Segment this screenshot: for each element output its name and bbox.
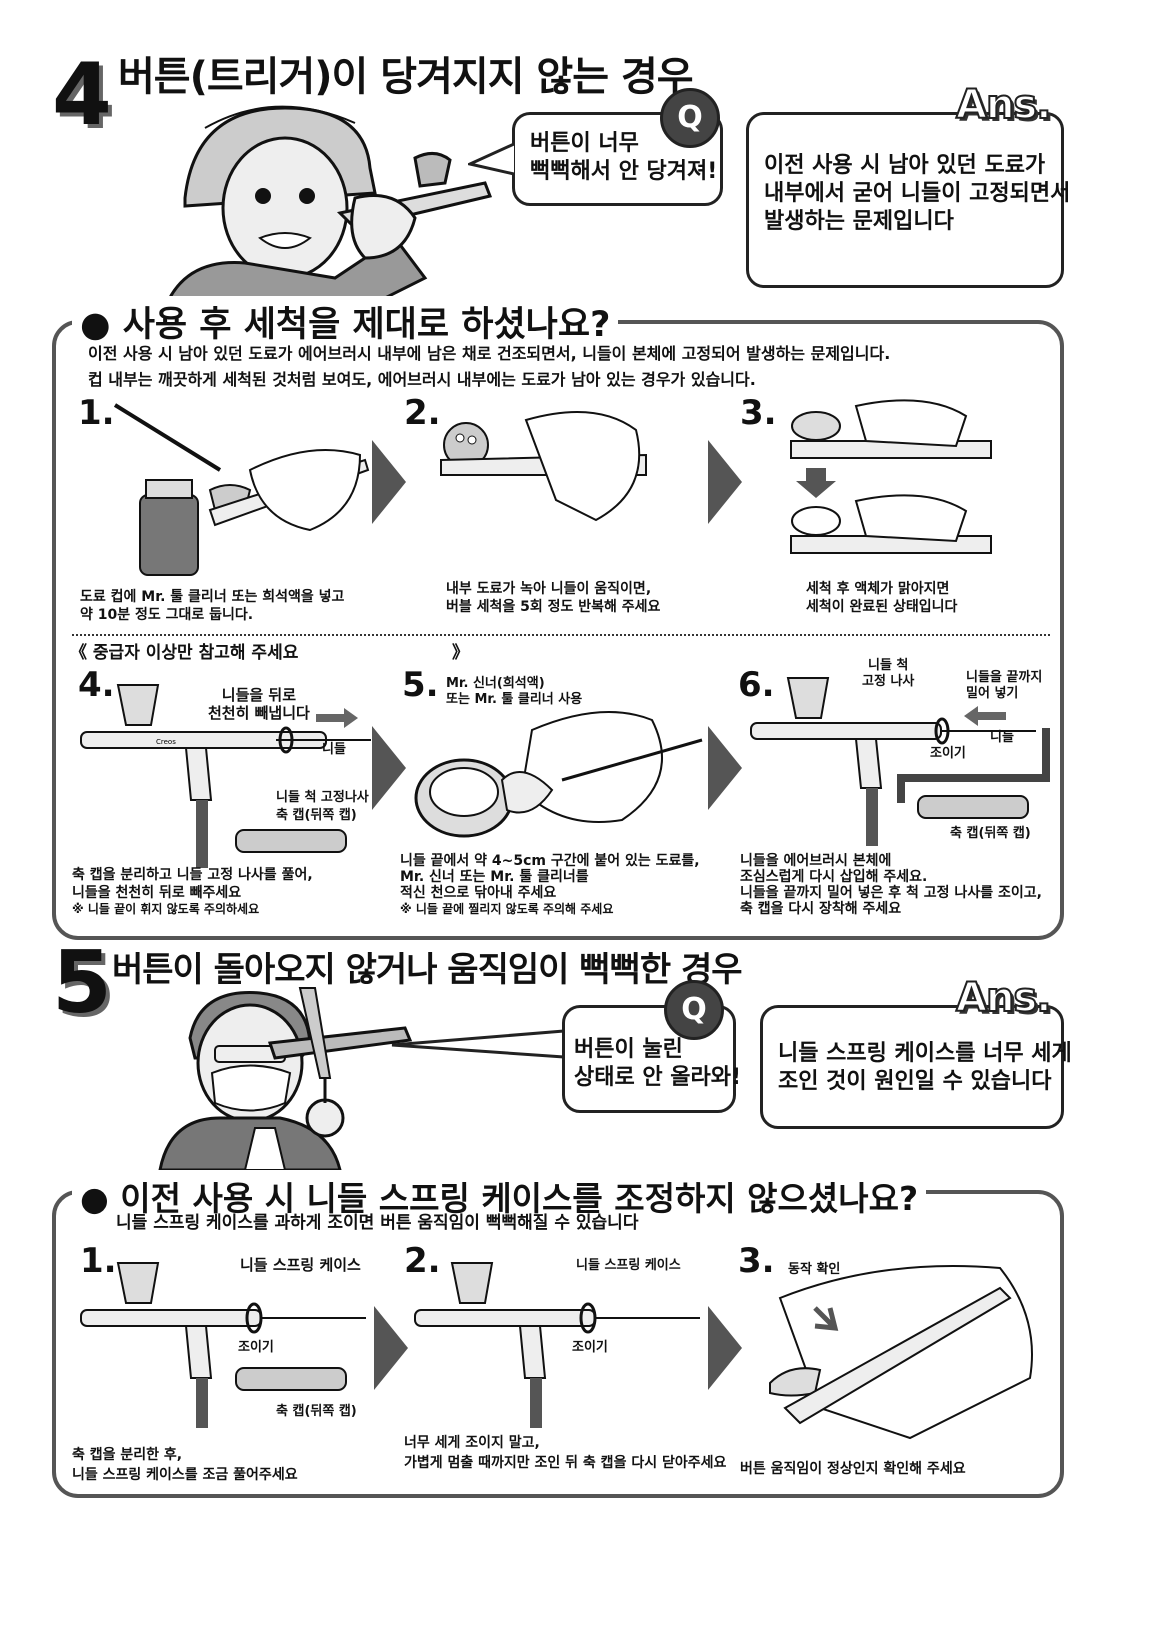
s5-step-2-caption-2: 가볍게 멈출 때까지만 조인 뒤 축 캡을 다시 닫아주세요 — [404, 1455, 727, 1471]
step-4-caption-2: 니들을 천천히 뒤로 빼주세요 — [72, 885, 242, 901]
spring-panel-title: ● 이전 사용 시 니들 스프링 케이스를 조정하지 않으셨나요? — [72, 1172, 927, 1220]
answer-5-line-2: 조인 것이 원인일 수 있습니다 — [778, 1069, 1052, 1094]
s5-step-3-number: 3. — [738, 1241, 775, 1281]
step-4-number: 4. — [78, 665, 115, 705]
s5-step-2-illustration — [414, 1262, 700, 1428]
step-5-caption-3: 적신 천으로 닦아내 주세요 — [400, 885, 557, 901]
s5-step-1-caption-1: 축 캡을 분리한 후, — [72, 1447, 183, 1463]
answer-line-3: 발생하는 문제입니다 — [764, 209, 954, 234]
step-3-illustration — [790, 399, 992, 554]
s5-step-2-case-label: 니들 스프링 케이스 — [576, 1258, 681, 1273]
section-4-title: 버튼(트리거)이 당겨지지 않는 경우 — [118, 54, 694, 100]
step-6-caption-2: 조심스럽게 다시 삽입해 주세요. — [740, 869, 928, 885]
step-6-number: 6. — [738, 665, 775, 705]
step-3-number: 3. — [740, 393, 777, 433]
s5-step-1-caption-2: 니들 스프링 케이스를 조금 풀어주세요 — [72, 1467, 298, 1483]
section-4-number: 4 — [52, 45, 112, 145]
step-4-needle-label: 니들 — [322, 742, 346, 757]
advanced-note: 《 중급자 이상만 참고해 주세요 — [70, 643, 299, 663]
step-5-caption-2: Mr. 신너 또는 Mr. 툴 클리너를 — [400, 869, 589, 885]
q-badge-icon: Q — [664, 980, 724, 1040]
answer-box-5 — [760, 1005, 1064, 1129]
bubble-tail-2 — [391, 1029, 565, 1059]
step-4-chuck-nut-label: 니들 척 고정나사 — [276, 790, 369, 805]
step-1-number: 1. — [78, 393, 115, 433]
flow-arrow-1 — [372, 440, 406, 524]
brand-mark: Creos — [156, 738, 176, 746]
step-4-cap-label: 축 캡(뒤쪽 캡) — [276, 808, 357, 823]
answer-box-4 — [746, 112, 1064, 288]
section-5-number: 5 — [52, 933, 112, 1033]
s5-step-2-tighten-label: 조이기 — [572, 1340, 608, 1355]
step-5-caption-1: 니들 끝에서 약 4~5cm 구간에 붙어 있는 도료를, — [400, 853, 700, 869]
s5-step-3-check-label: 동작 확인 — [788, 1262, 841, 1277]
bubble-tail — [468, 142, 515, 176]
step-5-illustration — [414, 711, 703, 838]
answer-5-line-1: 니들 스프링 케이스를 너무 세게 — [778, 1041, 1072, 1066]
step-3-caption-1: 세척 후 액체가 맑아지면 — [806, 581, 950, 597]
s5-step-2-number: 2. — [404, 1241, 441, 1281]
ans-badge-icon: Ans. — [955, 974, 1052, 1022]
flow-arrow-5 — [374, 1306, 408, 1390]
step-1-illustration — [113, 403, 370, 576]
step-5-number: 5. — [402, 665, 439, 705]
section-5-title: 버튼이 돌아오지 않거나 움직임이 뻑뻑한 경우 — [112, 950, 743, 990]
cleaning-panel-title: ● 사용 후 세척을 제대로 하셨나요? — [72, 296, 619, 347]
step-4-caption-1: 축 캡을 분리하고 니들 고정 나사를 풀어, — [72, 867, 313, 883]
step-6-push-label: 니들을 끝까지 밀어 넣기 — [966, 670, 1043, 701]
question-5-line-2: 상태로 안 올라와! — [574, 1065, 742, 1090]
step-2-illustration — [440, 411, 647, 522]
step-6-caption-4: 축 캡을 다시 장착해 주세요 — [740, 901, 902, 917]
s5-step-2-caption-1: 너무 세게 조이지 말고, — [404, 1435, 540, 1451]
step-6-caption-1: 니들을 에어브러시 본체에 — [740, 853, 892, 869]
step-2-caption-2: 버블 세척을 5회 정도 반복해 주세요 — [446, 599, 661, 615]
cleaning-desc-1: 이전 사용 시 남아 있던 도료가 에어브러시 내부에 남은 채로 건조되면서,… — [88, 344, 891, 363]
step-6-cap-label: 축 캡(뒤쪽 캡) — [950, 826, 1031, 841]
step-4-pull-label: 니들을 뒤로 천천히 빼냅니다 — [208, 686, 310, 722]
flow-arrow-2 — [708, 440, 742, 524]
question-line-2: 뻑뻑해서 안 당겨져! — [530, 159, 718, 184]
cleaning-desc-2: 컵 내부는 깨끗하게 세척된 것처럼 보여도, 에어브러시 내부에는 도료가 남… — [88, 370, 756, 389]
flow-arrow-6 — [708, 1306, 742, 1390]
masked-man-illustration — [158, 987, 413, 1170]
step-6-chuck-nut-label: 니들 척 고정 나사 — [862, 658, 915, 689]
advanced-divider — [72, 634, 1050, 636]
s5-step-1-number: 1. — [80, 1241, 117, 1281]
step-1-caption-1: 도료 컵에 Mr. 툴 클리너 또는 희석액을 넣고 — [80, 589, 345, 605]
step-6-tighten-label: 조이기 — [930, 746, 966, 761]
question-5-line-1: 버튼이 눌린 — [574, 1037, 683, 1062]
step-6-caption-3: 니들을 끝까지 밀어 넣은 후 척 고정 나사를 조이고, — [740, 885, 1042, 901]
question-line-1: 버튼이 너무 — [530, 131, 639, 156]
s5-step-1-tighten-label: 조이기 — [238, 1340, 274, 1355]
step-2-caption-1: 내부 도료가 녹아 니들이 움직이면, — [446, 581, 652, 597]
flow-arrow-3 — [372, 726, 406, 810]
s5-step-3-illustration — [769, 1265, 1033, 1440]
step-6-illustration — [750, 677, 1050, 846]
s5-step-3-caption-1: 버튼 움직임이 정상인지 확인해 주세요 — [740, 1461, 966, 1477]
step-5-caption-4: ※ 니들 끝에 찔리지 않도록 주의해 주세요 — [400, 902, 614, 916]
step-5-thinner-label: Mr. 신너(희석액) 또는 Mr. 툴 클리너 사용 — [446, 676, 583, 707]
q-badge-icon: Q — [660, 88, 720, 148]
step-4-illustration: Creos — [80, 684, 371, 868]
step-1-caption-2: 약 10분 정도 그대로 둡니다. — [80, 607, 254, 623]
answer-line-2: 내부에서 굳어 니들이 고정되면서 — [764, 181, 1071, 206]
answer-line-1: 이전 사용 시 남아 있던 도료가 — [764, 153, 1046, 178]
advanced-note-close: 》 — [452, 643, 469, 663]
worried-man-illustration — [165, 105, 493, 308]
step-2-number: 2. — [404, 393, 441, 433]
step-3-caption-2: 세척이 완료된 상태입니다 — [806, 599, 958, 615]
ans-badge-icon: Ans. — [955, 81, 1052, 129]
s5-step-1-illustration — [80, 1262, 366, 1428]
flow-arrow-4 — [708, 726, 742, 810]
spring-desc: 니들 스프링 케이스를 과하게 조이면 버튼 움직임이 뻑뻑해질 수 있습니다 — [116, 1213, 639, 1233]
s5-step-1-case-label: 니들 스프링 케이스 — [240, 1256, 361, 1274]
step-4-caption-3: ※ 니들 끝이 휘지 않도록 주의하세요 — [72, 902, 260, 916]
step-6-needle-label: 니들 — [990, 730, 1014, 745]
s5-step-1-cap-label: 축 캡(뒤쪽 캡) — [276, 1404, 357, 1419]
